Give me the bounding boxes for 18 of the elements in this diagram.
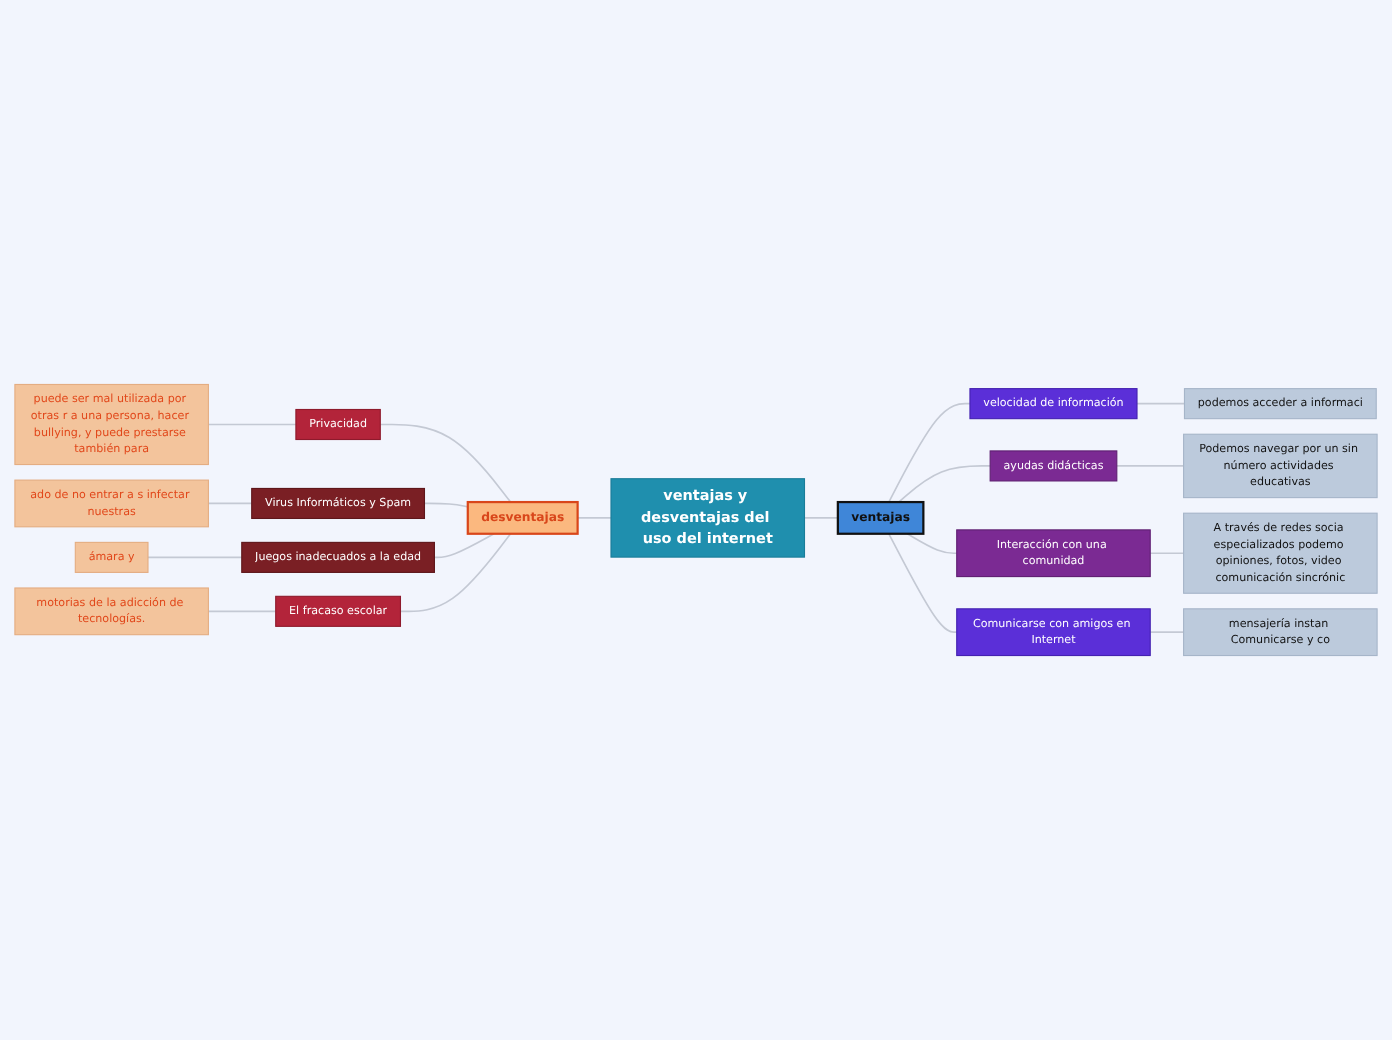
connector [897, 465, 991, 503]
connector [423, 502, 469, 508]
connector [147, 556, 243, 559]
connector [207, 610, 277, 613]
connector [207, 502, 253, 505]
connector [379, 423, 512, 503]
connector [1136, 402, 1186, 405]
connector [906, 532, 958, 555]
connector [888, 402, 971, 503]
connector [888, 532, 958, 633]
connector [1149, 631, 1185, 633]
connector [1149, 552, 1185, 555]
connector [399, 532, 512, 613]
connector [1115, 465, 1185, 467]
connector [803, 517, 839, 519]
connector [433, 532, 495, 559]
connector [576, 517, 612, 519]
connector [207, 423, 297, 426]
